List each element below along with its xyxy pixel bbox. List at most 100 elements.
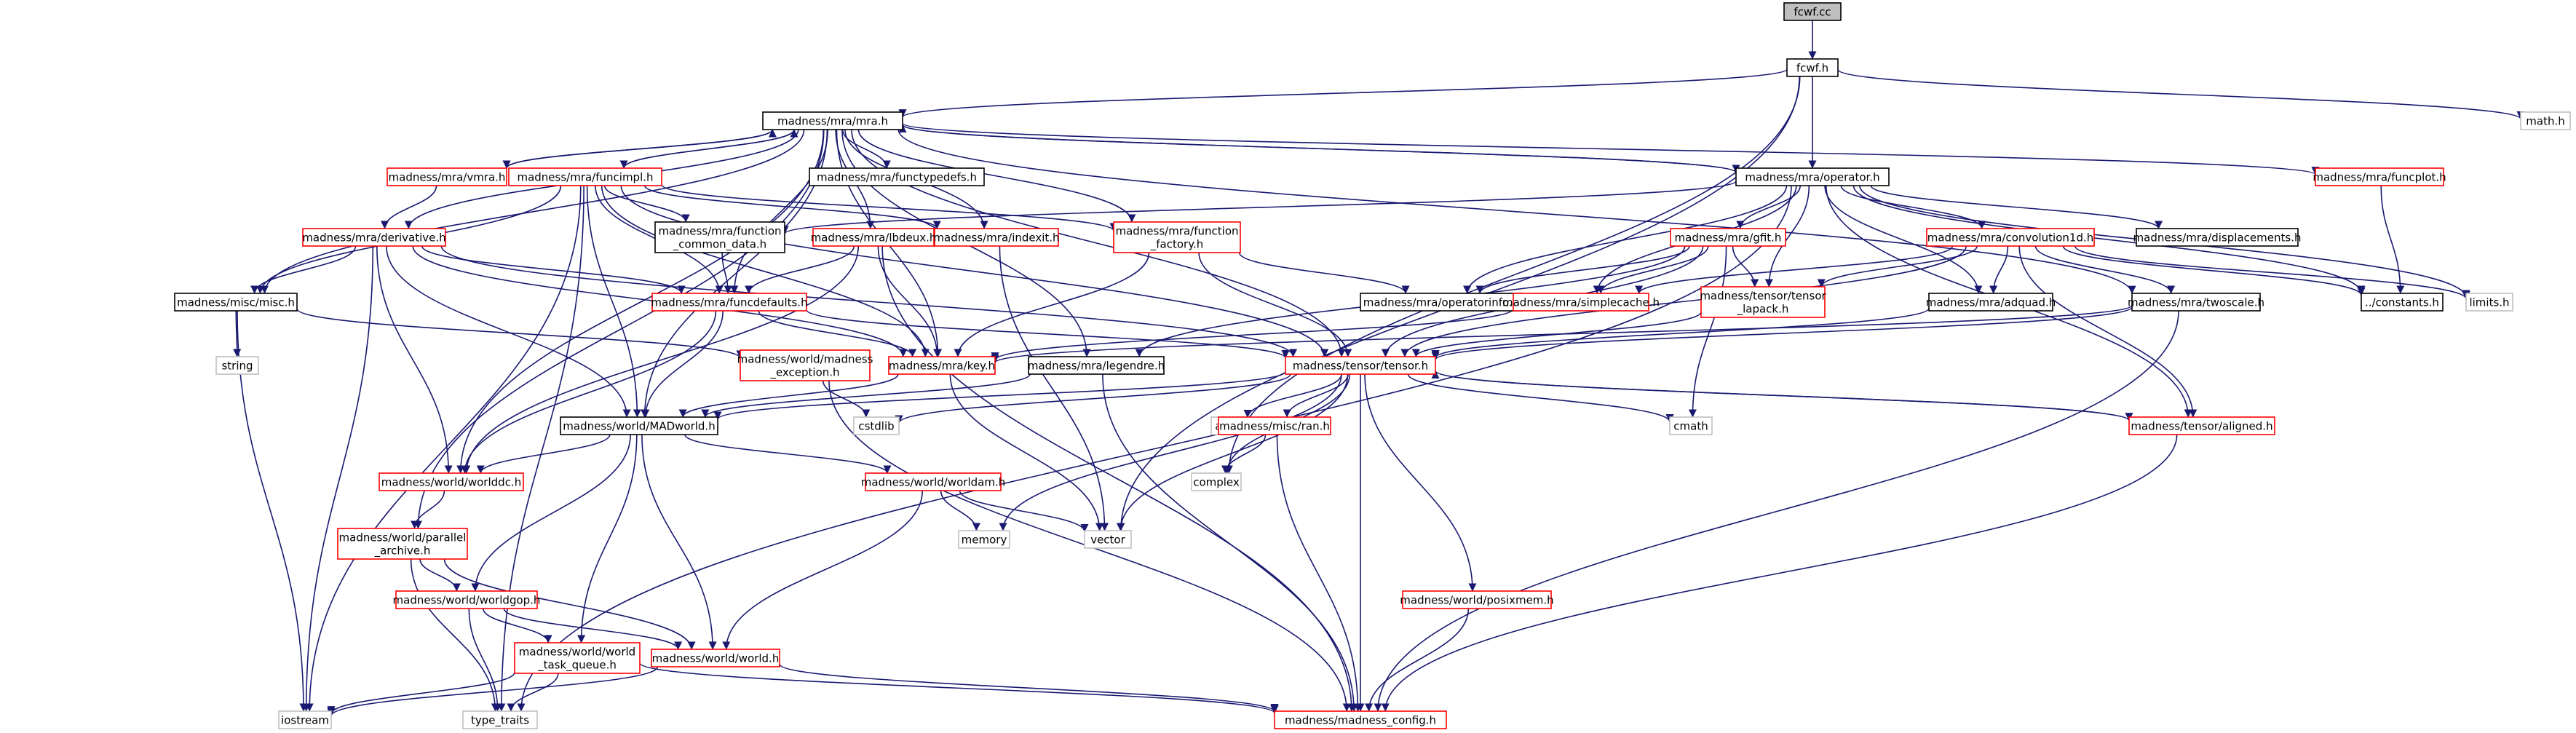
- node-gfit[interactable]: madness/mra/gfit.h: [1670, 228, 1786, 247]
- node-worldgop[interactable]: madness/world/worldgop.h: [393, 590, 541, 609]
- node-limits-h[interactable]: limits.h: [2465, 293, 2513, 312]
- node-label: madness/mra/functypedefs.h: [817, 171, 977, 184]
- edge-funcimpl-to-function_factory: [661, 183, 1118, 231]
- node-constants[interactable]: ../constants.h: [2361, 293, 2444, 312]
- edge-worlddc-to-parallel_archive: [411, 490, 445, 529]
- node-displacements[interactable]: madness/mra/displacements.h: [2133, 228, 2302, 247]
- node-tensor-h[interactable]: madness/tensor/tensor.h: [1285, 356, 1436, 375]
- edge-function_common-to-funcdefaults: [721, 252, 732, 294]
- node-operatorinfo[interactable]: madness/mra/operatorinfo.h: [1360, 293, 1523, 312]
- node-label: _common_data.h: [673, 238, 766, 252]
- node-function-common[interactable]: madness/mra/function_common_data.h: [654, 221, 785, 253]
- edge-convolution1d-to-tensor_lapack: [1817, 245, 1978, 288]
- node-madworld[interactable]: madness/world/MADworld.h: [560, 416, 718, 435]
- node-box: [651, 649, 780, 667]
- node-memory[interactable]: memory: [958, 530, 1010, 549]
- node-funcdefaults[interactable]: madness/mra/funcdefaults.h: [651, 293, 808, 312]
- edge-tensor_h-to-cstdlib: [895, 373, 1291, 424]
- node-function-factory[interactable]: madness/mra/function_factory.h: [1113, 221, 1241, 253]
- node-ran-h[interactable]: madness/misc/ran.h: [1218, 416, 1331, 435]
- node-twoscale[interactable]: madness/mra/twoscale.h: [2128, 293, 2264, 312]
- node-box: [1670, 228, 1786, 247]
- node-box: [379, 472, 524, 491]
- node-misc-h[interactable]: madness/misc/misc.h: [174, 293, 298, 312]
- node-type-traits[interactable]: type_traits: [462, 710, 538, 729]
- node-box: [1191, 472, 1242, 491]
- edge-madness_exception-to-cstdlib: [823, 380, 871, 418]
- edge-gfit-to-simplecache: [1596, 245, 1709, 294]
- node-label: _exception.h: [769, 366, 839, 380]
- node-string[interactable]: string: [215, 356, 259, 375]
- node-label: madness/mra/funcimpl.h: [517, 171, 653, 184]
- node-parallel-archive[interactable]: madness/world/parallel_archive.h: [337, 528, 468, 560]
- node-world-task-queue[interactable]: madness/world/world_task_queue.h: [514, 642, 641, 674]
- node-madness-exception[interactable]: madness/world/madness_exception.h: [737, 349, 873, 381]
- edge-funcimpl-to-tensor_h: [620, 185, 1329, 357]
- node-mra-h[interactable]: madness/mra/mra.h: [762, 111, 903, 130]
- node-vector[interactable]: vector: [1084, 530, 1132, 549]
- node-world-h[interactable]: madness/world/world.h: [651, 649, 780, 667]
- node-iostream[interactable]: iostream: [278, 710, 332, 729]
- node-cmath[interactable]: cmath: [1669, 416, 1713, 435]
- edge-funcdefaults-to-worlddc: [461, 310, 717, 474]
- node-label: _archive.h: [374, 544, 431, 558]
- node-worldam[interactable]: madness/world/worldam.h: [861, 472, 1005, 491]
- node-box: [1402, 590, 1552, 609]
- node-math-h[interactable]: math.h: [2520, 111, 2571, 130]
- node-label: madness/tensor/aligned.h: [2131, 420, 2272, 433]
- edge-lbdeux-to-madness_config: [881, 245, 1356, 712]
- edge-derivative-to-worlddc: [376, 245, 453, 474]
- node-label: madness/world/madness: [737, 353, 873, 366]
- edge-parallel_archive-to-type_traits: [410, 558, 499, 712]
- edge-world_task_queue-to-madness_config: [639, 662, 1279, 714]
- edge-funcimpl-to-key_h: [601, 185, 930, 357]
- node-box: [853, 416, 900, 435]
- node-label: madness/mra/key.h: [889, 360, 995, 373]
- node-adquad[interactable]: madness/mra/adquad.h: [1926, 293, 2056, 312]
- edge-mra_h-to-function_factory: [857, 129, 1136, 223]
- node-label: madness/mra/vmra.h: [389, 171, 506, 184]
- node-legendre[interactable]: madness/mra/legendre.h: [1028, 356, 1165, 375]
- node-madness-config[interactable]: madness/madness_config.h: [1274, 710, 1447, 729]
- edge-operator-to-convolution1d: [1840, 185, 1986, 229]
- edge-vmra-to-mra_h: [506, 129, 777, 169]
- node-complex[interactable]: complex: [1191, 472, 1242, 491]
- node-funcimpl[interactable]: madness/mra/funcimpl.h: [508, 167, 662, 186]
- node-operator[interactable]: madness/mra/operator.h: [1735, 167, 1890, 186]
- node-tensor-lapack[interactable]: madness/tensor/tensor_lapack.h: [1700, 286, 1827, 318]
- node-fcwf-cc[interactable]: fcwf.cc: [1783, 2, 1842, 21]
- node-label: _factory.h: [1150, 238, 1203, 252]
- node-label: madness/tensor/tensor.h: [1293, 360, 1428, 373]
- node-box: [278, 710, 332, 729]
- edge-parallel_archive-to-worldgop: [419, 558, 461, 592]
- node-label: madness/world/worlddc.h: [381, 476, 521, 489]
- node-box: [560, 416, 718, 435]
- node-indexit[interactable]: madness/mra/indexit.h: [933, 228, 1060, 247]
- edge-mra_h-to-misc_h: [260, 129, 805, 294]
- node-fcwf-h[interactable]: fcwf.h: [1786, 58, 1839, 77]
- node-box: [1926, 228, 2095, 247]
- node-box: [958, 530, 1010, 549]
- edge-misc_h-to-madness_exception: [296, 308, 745, 359]
- edge-mra_h-to-worlddc: [456, 129, 825, 474]
- node-label: madness/mra/mra.h: [777, 115, 888, 128]
- node-label: madness/mra/twoscale.h: [2128, 296, 2264, 309]
- node-label: madness/mra/convolution1d.h: [1927, 231, 2094, 245]
- node-vmra[interactable]: madness/mra/vmra.h: [387, 167, 507, 186]
- edge-operator-to-adquad: [1824, 185, 1983, 294]
- edge-world_task_queue-to-iostream: [327, 672, 515, 715]
- node-aligned[interactable]: madness/tensor/aligned.h: [2128, 416, 2275, 435]
- edge-operator-to-gfit: [1736, 185, 1801, 229]
- node-box: [1274, 710, 1447, 729]
- node-funcplot[interactable]: madness/mra/funcplot.h: [2313, 167, 2446, 186]
- node-worlddc[interactable]: madness/world/worlddc.h: [379, 472, 524, 491]
- node-functypedefs[interactable]: madness/mra/functypedefs.h: [809, 167, 985, 186]
- node-convolution1d[interactable]: madness/mra/convolution1d.h: [1926, 228, 2095, 247]
- node-lbdeux[interactable]: madness/mra/lbdeux.h: [811, 228, 937, 247]
- node-box: [337, 528, 468, 560]
- node-derivative[interactable]: madness/mra/derivative.h: [302, 228, 446, 247]
- node-simplecache[interactable]: madness/mra/simplecache.h: [1502, 293, 1660, 312]
- node-key-h[interactable]: madness/mra/key.h: [888, 356, 996, 375]
- node-cstdlib[interactable]: cstdlib: [853, 416, 900, 435]
- node-posixmem[interactable]: madness/world/posixmem.h: [1400, 590, 1554, 609]
